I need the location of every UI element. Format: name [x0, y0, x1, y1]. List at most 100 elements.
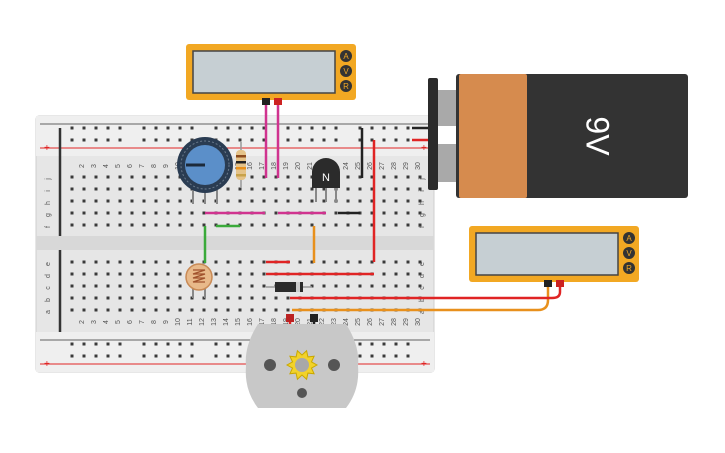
breadboard-hole [286, 296, 290, 300]
motor-terminal-black [310, 314, 318, 322]
breadboard-hole [70, 126, 74, 130]
breadboard-hole [70, 187, 74, 191]
breadboard-hole [118, 175, 122, 179]
breadboard-hole [106, 175, 110, 179]
breadboard-hole [238, 260, 242, 264]
breadboard-hole [118, 126, 122, 130]
breadboard-hole [130, 308, 134, 312]
meter-button-a[interactable] [340, 50, 352, 62]
breadboard-hole [358, 342, 362, 346]
bottom-rail-plus-sign-right: + [421, 359, 427, 370]
breadboard-hole [310, 126, 314, 130]
breadboard-hole [406, 175, 410, 179]
breadboard-hole [358, 187, 362, 191]
row-letter-f: f [45, 226, 52, 228]
breadboard-hole [94, 284, 98, 288]
potentiometer [177, 137, 233, 204]
breadboard-hole [334, 211, 338, 215]
breadboard-hole [298, 260, 302, 264]
battery-cap [459, 74, 527, 198]
col-number-2: 2 [79, 164, 86, 168]
breadboard-hole [250, 260, 254, 264]
breadboard-hole [142, 126, 146, 130]
breadboard-hole [82, 211, 86, 215]
col-number-3-bottom: 3 [91, 320, 98, 324]
breadboard-hole [418, 187, 422, 191]
breadboard-hole [106, 260, 110, 264]
breadboard-hole [166, 342, 170, 346]
breadboard-hole [154, 284, 158, 288]
breadboard-hole [322, 187, 326, 191]
breadboard-hole [250, 187, 254, 191]
multimeter-top[interactable]: A V R [186, 44, 356, 105]
breadboard-hole [286, 223, 290, 227]
breadboard-hole [226, 126, 230, 130]
breadboard-hole [250, 199, 254, 203]
breadboard-hole [406, 223, 410, 227]
breadboard-hole [226, 354, 230, 358]
col-number-14-bottom: 14 [223, 318, 230, 326]
col-number-21: 21 [307, 162, 314, 170]
row-letter-g-right: g [419, 213, 426, 217]
breadboard-hole [106, 138, 110, 142]
breadboard-hole [310, 199, 314, 203]
breadboard-hole [286, 199, 290, 203]
diode-band [296, 282, 300, 292]
meter-button-v[interactable] [623, 247, 635, 259]
breadboard-hole [334, 138, 338, 142]
col-number-23-bottom: 23 [331, 318, 338, 326]
breadboard-hole [418, 223, 422, 227]
meter-button-v[interactable] [340, 65, 352, 77]
breadboard-hole [214, 126, 218, 130]
breadboard-hole [238, 342, 242, 346]
meter-button-r[interactable] [623, 262, 635, 274]
breadboard-hole [166, 126, 170, 130]
breadboard-hole [82, 284, 86, 288]
breadboard-hole [226, 342, 230, 346]
breadboard-hole [70, 342, 74, 346]
multimeter-right[interactable]: A V R [469, 226, 639, 287]
breadboard-hole [166, 284, 170, 288]
breadboard-hole [106, 272, 110, 276]
row-letter-a: a [45, 310, 52, 314]
meter-button-r[interactable] [340, 80, 352, 92]
breadboard-hole [82, 342, 86, 346]
breadboard-hole [178, 211, 182, 215]
breadboard-hole [190, 354, 194, 358]
breadboard-hole [322, 126, 326, 130]
breadboard-hole [346, 223, 350, 227]
breadboard-hole [238, 296, 242, 300]
col-number-29-bottom: 29 [403, 318, 410, 326]
col-number-28-bottom: 28 [391, 318, 398, 326]
meter-button-a[interactable] [623, 232, 635, 244]
breadboard-hole [382, 272, 386, 276]
photoresistor [185, 263, 213, 298]
breadboard-hole [118, 354, 122, 358]
breadboard-hole [190, 223, 194, 227]
breadboard-hole [406, 138, 410, 142]
breadboard-hole [178, 223, 182, 227]
breadboard-hole [178, 260, 182, 264]
breadboard-hole [226, 296, 230, 300]
breadboard-hole [370, 260, 374, 264]
breadboard-hole [154, 354, 158, 358]
row-letter-e: e [45, 262, 52, 266]
breadboard-hole [262, 126, 266, 130]
transistor-label: N [322, 172, 330, 184]
breadboard-hole [334, 260, 338, 264]
breadboard-hole [154, 260, 158, 264]
breadboard-hole [370, 354, 374, 358]
col-number-29: 29 [403, 162, 410, 170]
breadboard-hole [214, 260, 218, 264]
breadboard-hole [310, 138, 314, 142]
breadboard-hole [262, 308, 266, 312]
bottom-power-rail [36, 332, 434, 372]
col-number-8: 8 [151, 164, 158, 168]
breadboard-hole [238, 199, 242, 203]
breadboard-hole [394, 260, 398, 264]
breadboard-hole [190, 342, 194, 346]
breadboard-hole [274, 296, 278, 300]
breadboard-hole [382, 354, 386, 358]
diode-body [275, 282, 303, 292]
row-letter-h: h [45, 201, 52, 205]
